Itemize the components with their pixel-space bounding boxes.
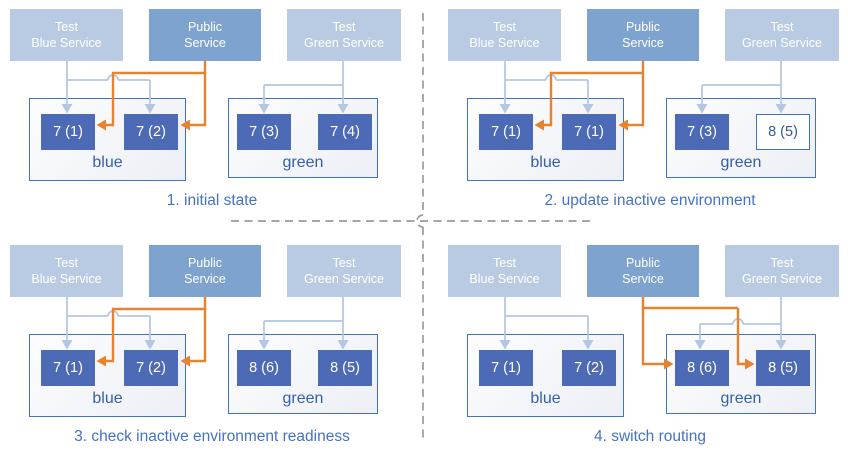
green-pod-1: 8 (6) (237, 350, 291, 386)
public-service-arrows (96, 61, 207, 131)
test-blue-service-arrows (61, 61, 156, 114)
green-environment-label: green (720, 154, 762, 171)
blue-pod-2: 7 (2) (124, 350, 178, 386)
green-pod-2-new: 8 (5) (756, 114, 810, 150)
panel-caption: 4. switch routing (594, 428, 706, 445)
panel-caption: 3. check inactive environment readiness (74, 428, 350, 445)
service-label-line: Test (55, 256, 78, 270)
service-label-line: Test (493, 20, 516, 34)
public-service-box: Public Service (149, 9, 261, 61)
test-blue-service-arrows (61, 297, 156, 350)
public-service-box: Public Service (587, 9, 699, 61)
connector-layer (61, 297, 349, 367)
green-pod-1: 7 (3) (237, 114, 291, 150)
test-blue-service-box: Test Blue Service (448, 245, 561, 297)
service-label-line: Green Service (742, 36, 822, 50)
blue-environment-label: blue (92, 390, 123, 407)
public-service-arrows (96, 297, 207, 367)
panel-caption: 1. initial state (166, 192, 258, 209)
service-label-line: Service (184, 272, 226, 286)
test-green-service-box: Test Green Service (287, 9, 401, 61)
service-label-line: Test (770, 20, 794, 34)
service-label-line: Public (187, 256, 223, 270)
blue-pod-2: 7 (1) (562, 114, 616, 150)
connector-layer (61, 61, 349, 131)
blue-pod-1: 7 (1) (479, 350, 533, 386)
service-label-line: Green Service (742, 272, 822, 286)
panel-1-initial-state: Test Blue Service Public Service Test Gr… (0, 0, 424, 228)
blue-environment-label: blue (530, 390, 561, 407)
blue-pod-2: 7 (2) (124, 114, 178, 150)
blue-environment-label: blue (92, 154, 123, 171)
green-pod-2: 7 (4) (318, 114, 372, 150)
green-pod-1: 8 (6) (675, 350, 729, 386)
test-green-service-arrows (694, 297, 787, 350)
service-label-line: Test (493, 256, 516, 270)
service-label-line: Public (625, 20, 661, 34)
blue-pod-1: 7 (1) (41, 114, 95, 150)
public-service-box: Public Service (149, 245, 261, 297)
green-environment-label: green (282, 154, 324, 171)
blue-pod-1: 7 (1) (479, 114, 533, 150)
green-pod-2: 8 (5) (756, 350, 810, 386)
test-blue-service-box: Test Blue Service (448, 9, 561, 61)
panel-3-check-inactive-environment-readiness: Test Blue Service Public Service Test Gr… (0, 236, 424, 456)
green-pod-1: 7 (3) (675, 114, 729, 150)
panel-2-update-inactive-environment: Test Blue Service Public Service Test Gr… (438, 0, 848, 228)
service-label-line: Test (332, 20, 356, 34)
service-label-line: Test (770, 256, 794, 270)
panel-caption: 2. update inactive environment (544, 192, 756, 209)
test-green-service-box: Test Green Service (725, 9, 839, 61)
service-label-line: Public (187, 20, 223, 34)
public-service-box: Public Service (587, 245, 699, 297)
test-green-service-arrows (258, 297, 349, 350)
connector-layer (499, 297, 787, 370)
service-label-line: Service (184, 36, 226, 50)
public-service-arrows (534, 61, 645, 131)
service-label-line: Test (332, 256, 356, 270)
service-label-line: Blue Service (31, 36, 102, 50)
test-green-service-arrows (258, 61, 349, 114)
test-green-service-arrows (696, 61, 787, 114)
test-blue-service-arrows (499, 61, 594, 114)
green-environment-label: green (282, 390, 324, 407)
service-label-line: Public (625, 256, 661, 270)
service-label-line: Blue Service (31, 272, 102, 286)
panel-4-switch-routing: Test Blue Service Public Service Test Gr… (438, 236, 848, 456)
test-green-service-box: Test Green Service (287, 245, 401, 297)
blue-pod-1: 7 (1) (41, 350, 95, 386)
service-label-line: Green Service (304, 272, 384, 286)
public-service-arrows (641, 297, 755, 370)
service-label-line: Service (622, 272, 664, 286)
service-label-line: Green Service (304, 36, 384, 50)
test-blue-service-box: Test Blue Service (10, 9, 123, 61)
blue-environment-label: blue (530, 154, 561, 171)
connector-layer (499, 61, 787, 131)
blue-pod-2: 7 (2) (562, 350, 616, 386)
green-pod-2: 8 (5) (318, 350, 372, 386)
test-green-service-box: Test Green Service (725, 245, 839, 297)
service-label-line: Blue Service (469, 272, 540, 286)
service-label-line: Service (622, 36, 664, 50)
test-blue-service-arrows (499, 297, 594, 350)
service-label-line: Test (55, 20, 78, 34)
green-environment-label: green (720, 390, 762, 407)
service-label-line: Blue Service (469, 36, 540, 50)
test-blue-service-box: Test Blue Service (10, 245, 123, 297)
